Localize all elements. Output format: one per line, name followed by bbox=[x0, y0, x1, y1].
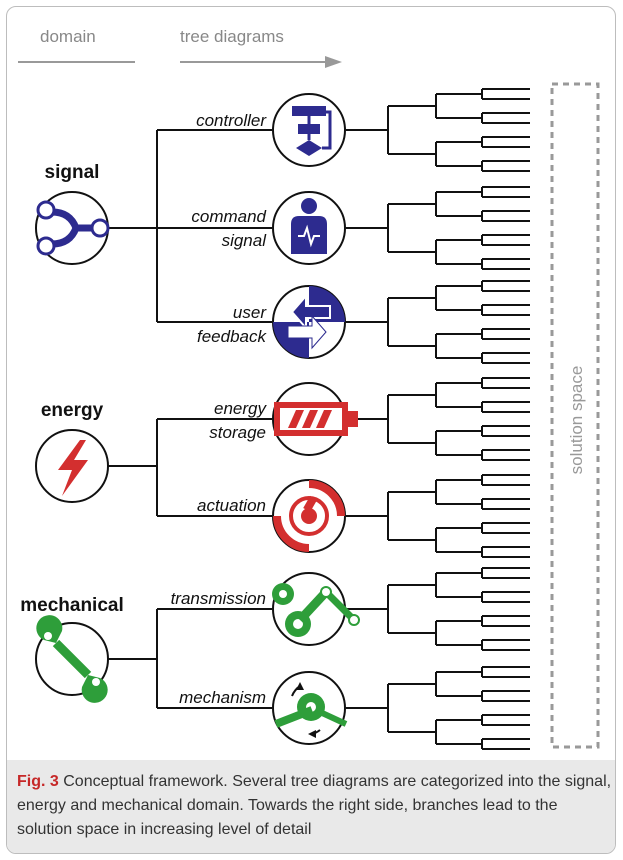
figure-caption: Fig. 3 Conceptual framework. Several tre… bbox=[17, 770, 612, 842]
branch-label-controller: controller bbox=[196, 111, 267, 130]
branch-label-mechanism: mechanism bbox=[179, 688, 266, 707]
branch-label-storage: storage bbox=[209, 423, 266, 442]
solution-space-box bbox=[550, 82, 600, 749]
flowchart-icon bbox=[272, 93, 346, 167]
gear-linkage-icon bbox=[272, 572, 360, 646]
wrench-icon bbox=[35, 615, 109, 703]
branch-label-energy: energy bbox=[214, 399, 267, 418]
domain-connectors bbox=[107, 129, 272, 709]
battery-icon bbox=[272, 382, 358, 456]
diagram-canvas: domain tree diagrams solution space sign… bbox=[18, 27, 600, 750]
person-icon bbox=[272, 191, 346, 265]
motor-icon bbox=[272, 479, 346, 553]
branch-label-command: command bbox=[191, 207, 266, 226]
figure-caption-text: Conceptual framework. Several tree diagr… bbox=[17, 773, 612, 838]
branch-label-command-signal: signal bbox=[222, 231, 268, 250]
branch-label-feedback: feedback bbox=[197, 327, 267, 346]
domain-header-label: domain bbox=[40, 27, 96, 46]
domain-label-signal: signal bbox=[45, 162, 100, 183]
domain-label-mechanical: mechanical bbox=[20, 595, 124, 616]
feedback-arrow-icon bbox=[272, 285, 346, 359]
sub-trees bbox=[346, 88, 530, 750]
branch-label-transmission: transmission bbox=[171, 589, 266, 608]
domain-label-energy: energy bbox=[41, 400, 104, 421]
signal-split-icon bbox=[35, 191, 110, 265]
tree-header-label: tree diagrams bbox=[180, 27, 284, 46]
branch-label-user: user bbox=[233, 303, 267, 322]
lightning-icon bbox=[35, 429, 109, 503]
rotating-mechanism-icon bbox=[272, 671, 348, 745]
caption-background bbox=[7, 760, 615, 853]
solution-space-label: solution space bbox=[567, 366, 586, 475]
branch-label-actuation: actuation bbox=[197, 496, 266, 515]
figure-frame bbox=[6, 6, 616, 854]
figure-caption-label: Fig. 3 bbox=[17, 773, 59, 790]
tree-header-arrowhead bbox=[325, 56, 342, 68]
